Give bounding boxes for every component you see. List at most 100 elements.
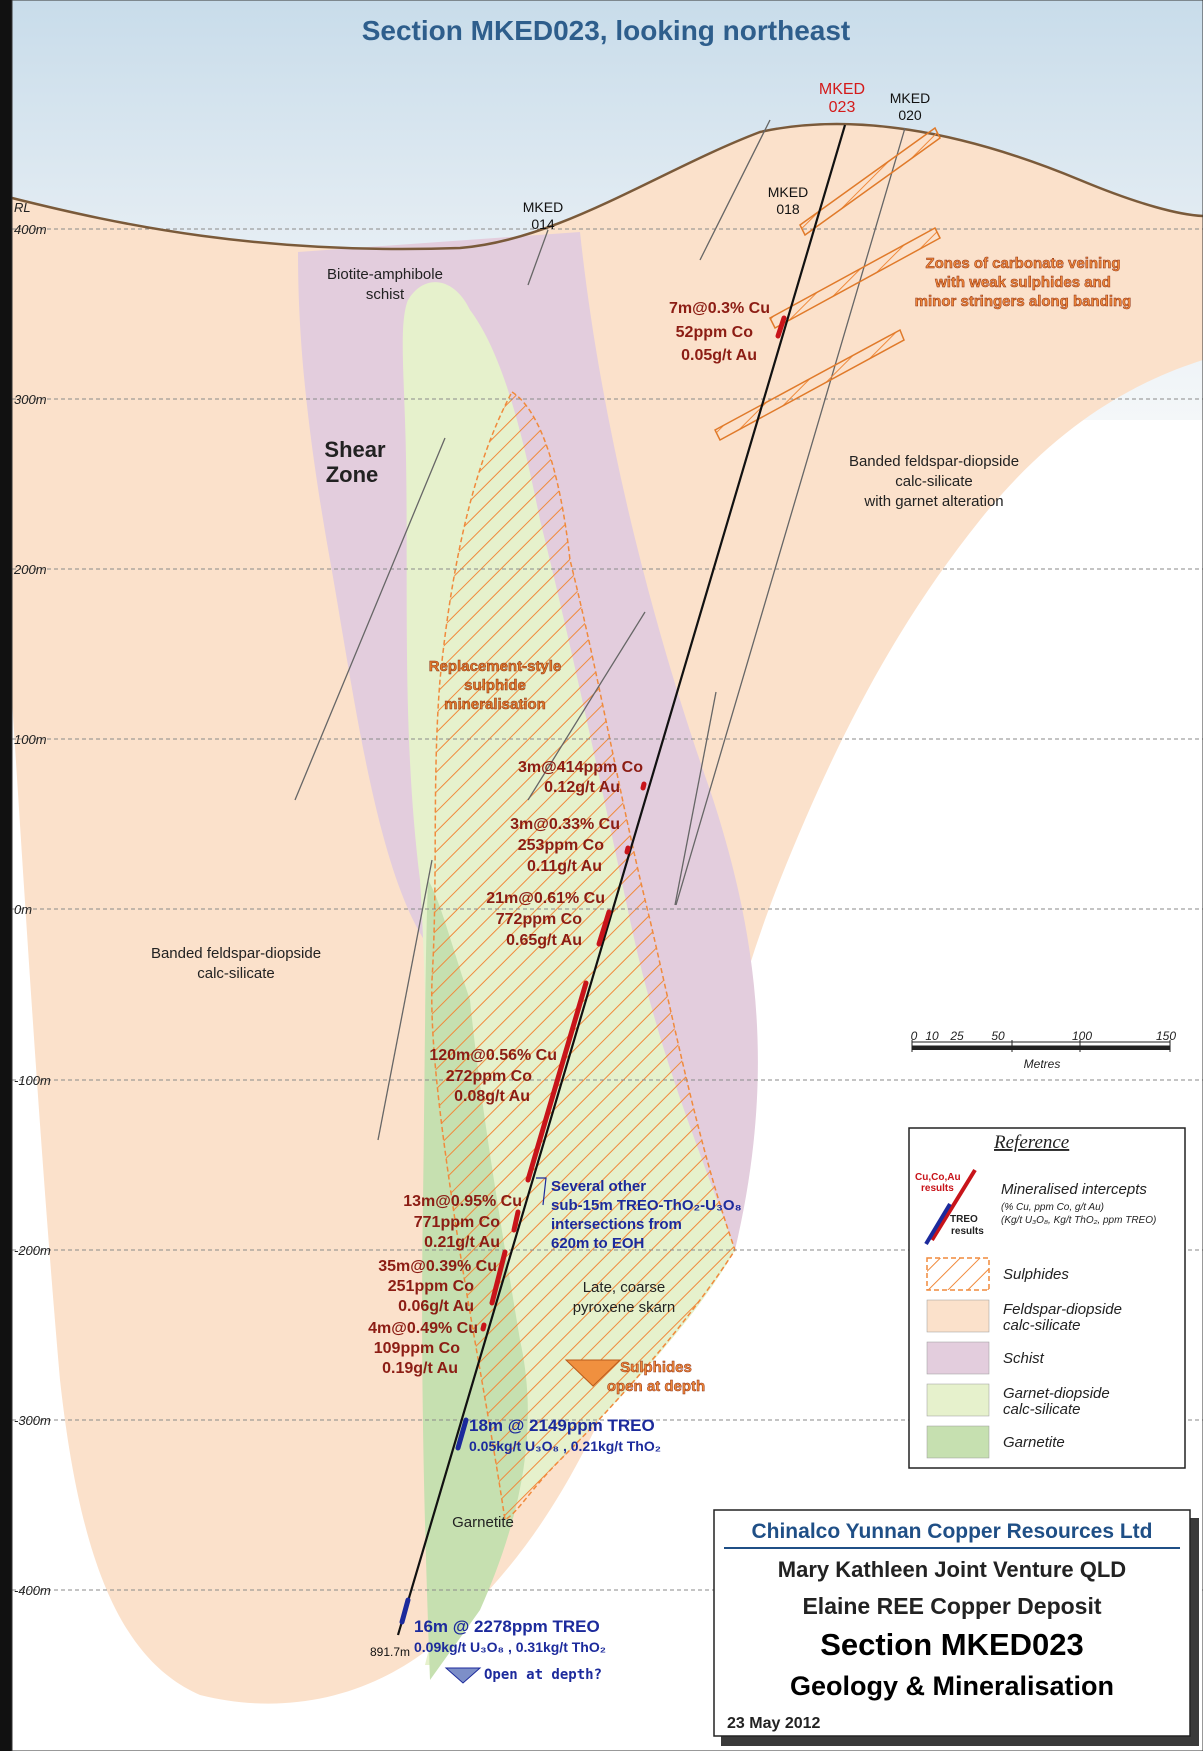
treo-note-l4: 620m to EOH (551, 1235, 644, 1252)
mked023-label-line1: MKED (819, 81, 865, 98)
treo-1-l2: 0.05kg/t U₃O₈ , 0.21kg/t ThO₂ (469, 1438, 661, 1454)
rl-gridlines (12, 228, 1203, 1591)
intercept-2-l1: 3m@414ppm Co (518, 759, 643, 776)
topographic-surface (11, 122, 1203, 251)
intercept-6-l2: 771ppm Co (414, 1214, 500, 1231)
treo-1-l1: 18m @ 2149ppm TREO (469, 1416, 655, 1435)
rl-level-0: 0m (14, 902, 32, 917)
scale-tick-50: 50 (991, 1029, 1005, 1043)
mked018-label-line1: MKED (768, 184, 808, 200)
legend-swatch-feldspar (926, 1299, 990, 1333)
garnetite-label: Garnetite (452, 1514, 514, 1531)
intercept-8-l3: 0.19g/t Au (382, 1360, 458, 1377)
legend-mineralised-l1: Mineralised intercepts (1001, 1181, 1147, 1198)
treo-note-leader (536, 1177, 547, 1206)
legend-swatch-garnet-diopside (926, 1383, 990, 1417)
svg-text:open at depth: open at depth (607, 1378, 705, 1395)
intercept-8-l2: 109ppm Co (374, 1340, 460, 1357)
mked023-label-line2: 023 (829, 99, 856, 116)
scale-tick-0: 0 (911, 1029, 918, 1043)
intercept-3-l2: 253ppm Co (518, 837, 604, 854)
intercept-8-l1: 4m@0.49% Cu (368, 1320, 478, 1337)
scale-bar: 0 10 25 50 100 150 Metres (911, 1029, 1177, 1071)
rl-level-400: 400m (14, 222, 47, 237)
drillhole-mked023 (396, 124, 847, 1636)
open-depth-arrow (444, 1667, 482, 1684)
title-block: Chinalco Yunnan Copper Resources Ltd Mar… (713, 1509, 1199, 1746)
title-deposit: Elaine REE Copper Deposit (802, 1593, 1101, 1619)
rl-labels: RL 400m 300m 200m 100m 0m -100m -200m -3… (13, 200, 51, 1598)
intercept-3-l1: 3m@0.33% Cu (510, 816, 620, 833)
title-jv: Mary Kathleen Joint Venture QLD (778, 1557, 1126, 1582)
legend-swatch-schist (926, 1341, 990, 1375)
late-skarn-line2: pyroxene skarn (573, 1299, 676, 1316)
legend-label-feldspar-l1: Feldspar-diopside (1003, 1301, 1122, 1318)
legend-label-garnet-diopside-l1: Garnet-diopside (1003, 1385, 1110, 1402)
svg-text:Sulphides: Sulphides (620, 1359, 692, 1376)
lithology-labels: Biotite-amphibole schist Shear Zone Band… (151, 266, 1019, 1531)
legend-label-sulphides: Sulphides (1003, 1266, 1069, 1283)
title-date: 23 May 2012 (727, 1715, 821, 1732)
fault-lines (294, 119, 906, 1141)
svg-text:sulphide: sulphide (464, 677, 526, 694)
treo-2-l2: 0.09kg/t U₃O₈ , 0.31kg/t ThO₂ (414, 1639, 606, 1655)
scale-tick-150: 150 (1156, 1029, 1176, 1043)
cu-intercept-segments (480, 315, 787, 1332)
legend-icon-bottom-l1: TREO (950, 1214, 978, 1225)
treo-note-l2: sub-15m TREO-ThO₂-U₃O₈ (551, 1197, 742, 1214)
sulphides-open-arrow (564, 1359, 622, 1387)
intercept-7-l2: 251ppm Co (388, 1278, 474, 1295)
rl-level-300: 300m (14, 392, 47, 407)
treo-note-l1: Several other (551, 1178, 646, 1195)
legend-title: Reference (993, 1132, 1069, 1153)
title-subject: Geology & Mineralisation (790, 1671, 1114, 1701)
rl-level-minus200: -200m (14, 1243, 51, 1258)
open-depth-question: Open at depth? (484, 1667, 602, 1683)
sulphides-open-label: Sulphides open at depth (607, 1359, 706, 1396)
svg-text:Zones of carbonate veining: Zones of carbonate veining (925, 255, 1120, 272)
banded-right-line3: with garnet alteration (863, 493, 1003, 510)
title-section: Section MKED023 (820, 1627, 1084, 1662)
mked018-label-line2: 018 (776, 201, 800, 217)
legend-swatch-sulphides (926, 1257, 990, 1291)
intercept-5-l1: 120m@0.56% Cu (429, 1047, 557, 1064)
treo-2-l1: 16m @ 2278ppm TREO (414, 1617, 600, 1636)
late-skarn-line1: Late, coarse (583, 1279, 666, 1296)
banded-left-line2: calc-silicate (197, 965, 275, 982)
legend-icon-top-l1: Cu,Co,Au (915, 1172, 961, 1183)
rl-level-minus100: -100m (14, 1073, 51, 1088)
end-of-hole-depth: 891.7m (370, 1645, 410, 1659)
drillhole-labels: MKED 023 MKED 020 MKED 018 MKED 014 (523, 81, 930, 232)
svg-text:Replacement-style: Replacement-style (429, 658, 562, 675)
svg-text:minor stringers along banding: minor stringers along banding (915, 293, 1132, 310)
svg-text:mineralisation: mineralisation (444, 696, 546, 713)
banded-right-line1: Banded feldspar-diopside (849, 453, 1019, 470)
carbonate-veining-zones (714, 126, 941, 442)
replacement-label: Replacement-style sulphide mineralisatio… (428, 658, 562, 714)
mked014-label-line1: MKED (523, 199, 563, 215)
rl-level-200: 200m (13, 562, 47, 577)
scale-tick-10: 10 (925, 1029, 939, 1043)
intercept-4-l2: 772ppm Co (496, 911, 582, 928)
shear-zone-line2: Zone (326, 462, 379, 487)
legend: Reference Cu,Co,Au results TREO results … (908, 1127, 1186, 1469)
intercept-7-l3: 0.06g/t Au (398, 1298, 474, 1315)
mked014-label-line2: 014 (531, 216, 555, 232)
biotite-label-line2: schist (366, 286, 405, 303)
sulphide-zone (431, 390, 736, 1522)
intercept-5-l2: 272ppm Co (446, 1068, 532, 1085)
scale-tick-25: 25 (949, 1029, 964, 1043)
legend-swatch-garnetite (926, 1425, 990, 1459)
treo-annotations: Several other sub-15m TREO-ThO₂-U₃O₈ int… (414, 1178, 742, 1655)
rl-level-100: 100m (14, 732, 47, 747)
intercept-4-l3: 0.65g/t Au (506, 932, 582, 949)
intercept-1-l3: 0.05g/t Au (681, 347, 757, 364)
svg-text:with weak sulphides and: with weak sulphides and (934, 274, 1111, 291)
figure-title: Section MKED023, looking northeast (362, 15, 851, 46)
legend-label-feldspar-l2: calc-silicate (1003, 1317, 1081, 1334)
intercept-2-l2: 0.12g/t Au (544, 779, 620, 796)
intercept-7-l1: 35m@0.39% Cu (378, 1258, 497, 1275)
shear-zone-line1: Shear (324, 437, 386, 462)
